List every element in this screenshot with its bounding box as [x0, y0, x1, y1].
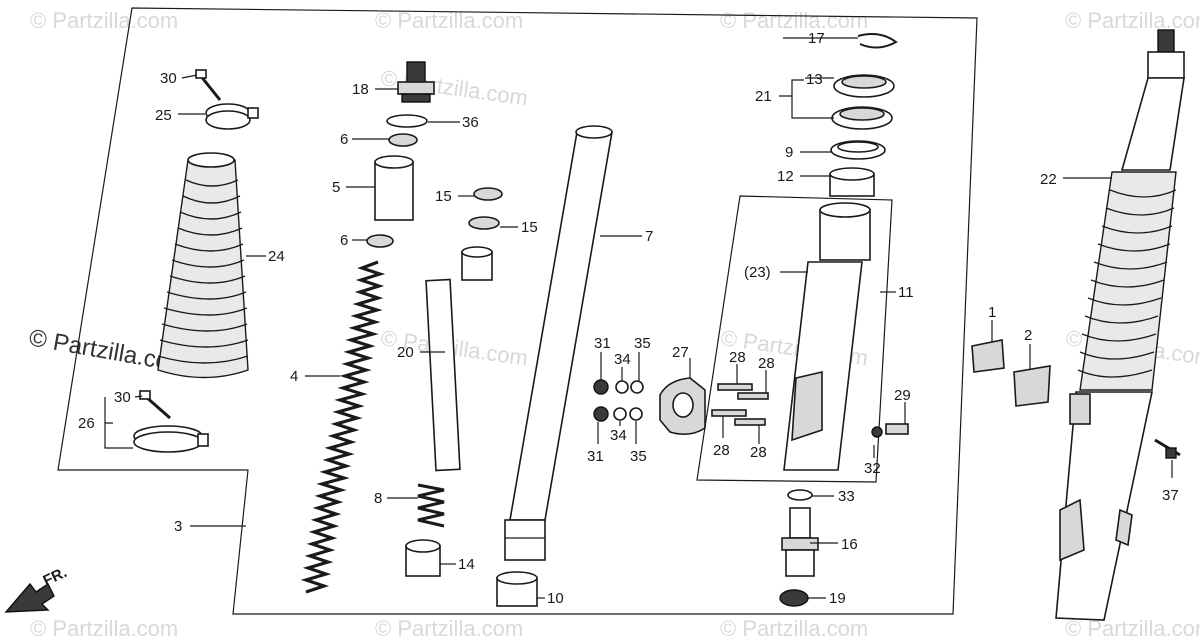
callout-3: 3: [174, 518, 182, 535]
callout-5: 5: [332, 179, 340, 196]
callout-17: 17: [808, 30, 825, 47]
part-19-drain-bolt: [779, 589, 809, 607]
part-10-slider-bushing: [496, 571, 538, 607]
callout-15-lower: 15: [521, 219, 538, 236]
callout-19: 19: [829, 590, 846, 607]
part-12-slide-bushing: [829, 167, 875, 197]
part-2-holder: [1013, 365, 1051, 407]
callout-7: 7: [645, 228, 653, 245]
part-14-piston-bushing: [405, 539, 441, 577]
part-25-clamp: [205, 103, 259, 130]
part-21-oil-seal-set: [831, 106, 893, 130]
leader-lines: [104, 37, 1173, 599]
callout-4: 4: [290, 368, 298, 385]
callout-36: 36: [462, 114, 479, 131]
part-11-slider-box: [696, 195, 893, 483]
callout-30-upper: 30: [160, 70, 177, 87]
callout-11: 11: [898, 284, 914, 301]
assembly-frame: [57, 7, 978, 615]
part-7-fork-tube: [504, 125, 613, 561]
callout-12: 12: [777, 168, 794, 185]
callout-16: 16: [841, 536, 858, 553]
callout-6-upper: 6: [340, 131, 348, 148]
callout-28-lower-right: 28: [750, 444, 767, 461]
part-8-rebound-spring: [417, 483, 445, 528]
callout-27: 27: [672, 344, 689, 361]
part-17-snap-ring: [857, 33, 898, 49]
callout-10: 10: [547, 590, 564, 607]
callout-26: 26: [78, 415, 95, 432]
callout-15-upper: 15: [435, 188, 452, 205]
part-13-dust-seal: [833, 74, 895, 98]
studs-28: [711, 383, 769, 426]
front-label: FR.: [41, 564, 70, 590]
part-27-fork-clamp: [659, 377, 706, 436]
callout-8: 8: [374, 490, 382, 507]
callout-9: 9: [785, 144, 793, 161]
callout-22: 22: [1040, 171, 1057, 188]
part-5-spacer: [374, 155, 414, 221]
callout-31-upper: 31: [594, 335, 611, 352]
callout-21: 21: [755, 88, 772, 105]
callout-34-lower: 34: [610, 427, 627, 444]
callout-30-lower: 30: [114, 389, 131, 406]
callout-2: 2: [1024, 327, 1032, 344]
callout-34-upper: 34: [614, 351, 631, 368]
part-37-bolt: [1154, 438, 1181, 459]
callout-6-lower: 6: [340, 232, 348, 249]
part-23-fork-slider: [783, 202, 871, 471]
callout-23: (23): [744, 264, 771, 281]
hardware-group-upper: [593, 379, 644, 395]
callout-28-upper-left: 28: [729, 349, 746, 366]
part-6-lower-washer: [366, 234, 394, 248]
callout-33: 33: [838, 488, 855, 505]
callout-18: 18: [352, 81, 369, 98]
watermark-10: © Partzilla.com: [375, 616, 523, 641]
callout-28-lower-left: 28: [713, 442, 730, 459]
callout-20: 20: [397, 344, 414, 361]
part-22-fork-assembly: [1055, 29, 1185, 621]
callout-35-upper: 35: [634, 335, 651, 352]
watermark-1: © Partzilla.com: [30, 8, 178, 33]
callout-31-lower: 31: [587, 448, 604, 465]
part-24-dust-boot: [157, 152, 249, 379]
part-33-gasket: [787, 489, 813, 501]
part-30-lower-bolt: [139, 390, 171, 420]
part-16-drain-valve: [781, 507, 819, 577]
part-30-upper-bolt: [195, 69, 222, 101]
callout-32: 32: [864, 460, 881, 477]
callout-14: 14: [458, 556, 475, 573]
callout-1: 1: [988, 304, 996, 321]
part-36-o-ring: [386, 114, 428, 128]
callout-37: 37: [1162, 487, 1179, 504]
part-29-axle-bolt: [871, 423, 909, 438]
part-26-lower-clamp: [133, 425, 209, 453]
callout-35-lower: 35: [630, 448, 647, 465]
watermark-12: © Partzilla.com: [1065, 616, 1200, 641]
part-6-upper-washer: [388, 133, 418, 147]
watermark-9: © Partzilla.com: [30, 616, 178, 641]
callout-13: 13: [806, 71, 823, 88]
callout-24: 24: [268, 248, 285, 265]
part-9-back-up-ring: [830, 140, 886, 160]
hardware-group-lower: [593, 406, 643, 422]
part-20-damper-rod: [425, 246, 493, 472]
callout-29: 29: [894, 387, 911, 404]
callout-labels: 30 25 24 30 26 3 4 5 6 6 18 36 8 14 15 1…: [78, 30, 1179, 607]
front-direction-marker: FR.: [4, 564, 70, 613]
part-15-lower-ring: [468, 216, 500, 230]
part-4-fork-spring: [300, 260, 386, 594]
watermark-11: © Partzilla.com: [720, 616, 868, 641]
callout-25: 25: [155, 107, 172, 124]
part-18-fork-cap-bolt: [397, 61, 435, 103]
watermark-4: © Partzilla.com: [1065, 8, 1200, 33]
callout-28-upper-right: 28: [758, 355, 775, 372]
part-1-bracket: [971, 339, 1005, 373]
part-15-upper-ring: [473, 187, 503, 201]
watermark-3: © Partzilla.com: [720, 8, 868, 33]
